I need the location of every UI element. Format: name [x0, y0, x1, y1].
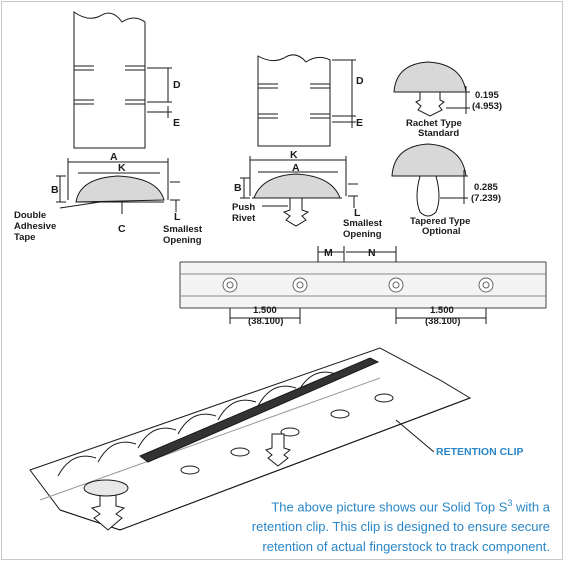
left-fingerstock-view: [73, 11, 172, 149]
tape-line3: Tape: [14, 232, 35, 243]
tape-line2: Adhesive: [14, 221, 56, 232]
middle-smallest-line2: Opening: [343, 229, 382, 240]
middle-fingerstock-view: [257, 54, 356, 147]
caption-after: with a retention clip. This clip is desi…: [251, 499, 550, 555]
label-l: L: [174, 211, 181, 223]
middle-profile: [240, 156, 358, 227]
middle-label-e: E: [356, 117, 363, 129]
rachet-dim2: (4.953): [472, 101, 502, 112]
left-profile: [56, 158, 180, 214]
rachet-name1: Rachet Type: [406, 118, 462, 129]
rachet-dim1: 0.195: [475, 90, 499, 101]
caption-before: The above picture shows our Solid Top S: [271, 499, 508, 515]
label-k: K: [118, 162, 126, 174]
strip-label-n: N: [368, 247, 376, 259]
track-strip: [179, 246, 547, 324]
label-b: B: [51, 184, 59, 196]
push-rivet-line1: Push: [232, 202, 255, 213]
middle-label-a: A: [292, 162, 300, 174]
retention-clip-callout: RETENTION CLIP: [436, 446, 524, 458]
middle-label-d: D: [356, 75, 364, 87]
caption: The above picture shows our Solid Top S3…: [230, 493, 550, 557]
tape-line1: Double: [14, 210, 46, 221]
label-d: D: [173, 79, 181, 91]
rachet-name2: Standard: [418, 128, 459, 139]
pitch-left-1: 1.500: [253, 305, 277, 316]
strip-holes: [222, 277, 494, 293]
tapered-dim1: 0.285: [474, 182, 498, 193]
middle-label-l: L: [354, 207, 361, 219]
middle-label-b: B: [234, 182, 242, 194]
label-a: A: [110, 151, 118, 163]
middle-label-k: K: [290, 149, 298, 161]
tapered-dim2: (7.239): [471, 193, 501, 204]
tapered-name2: Optional: [422, 226, 461, 237]
smallest-opening-line1: Smallest: [163, 224, 203, 235]
rachet-rivet-drawing: [393, 61, 470, 117]
push-rivet-line2: Rivet: [232, 213, 256, 224]
tapered-name1: Tapered Type: [410, 216, 470, 227]
pitch-right-1: 1.500: [430, 305, 454, 316]
tapered-rivet-drawing: [391, 143, 468, 217]
pitch-right-2: (38.100): [425, 316, 460, 327]
label-c: C: [118, 223, 126, 235]
middle-smallest-line1: Smallest: [343, 218, 383, 229]
pitch-left-2: (38.100): [248, 316, 283, 327]
caption-superscript: 3: [507, 498, 513, 508]
smallest-opening-line2: Opening: [163, 235, 202, 246]
label-e: E: [173, 117, 180, 129]
strip-label-m: M: [324, 247, 333, 259]
isometric-fingerstock: [29, 347, 472, 531]
